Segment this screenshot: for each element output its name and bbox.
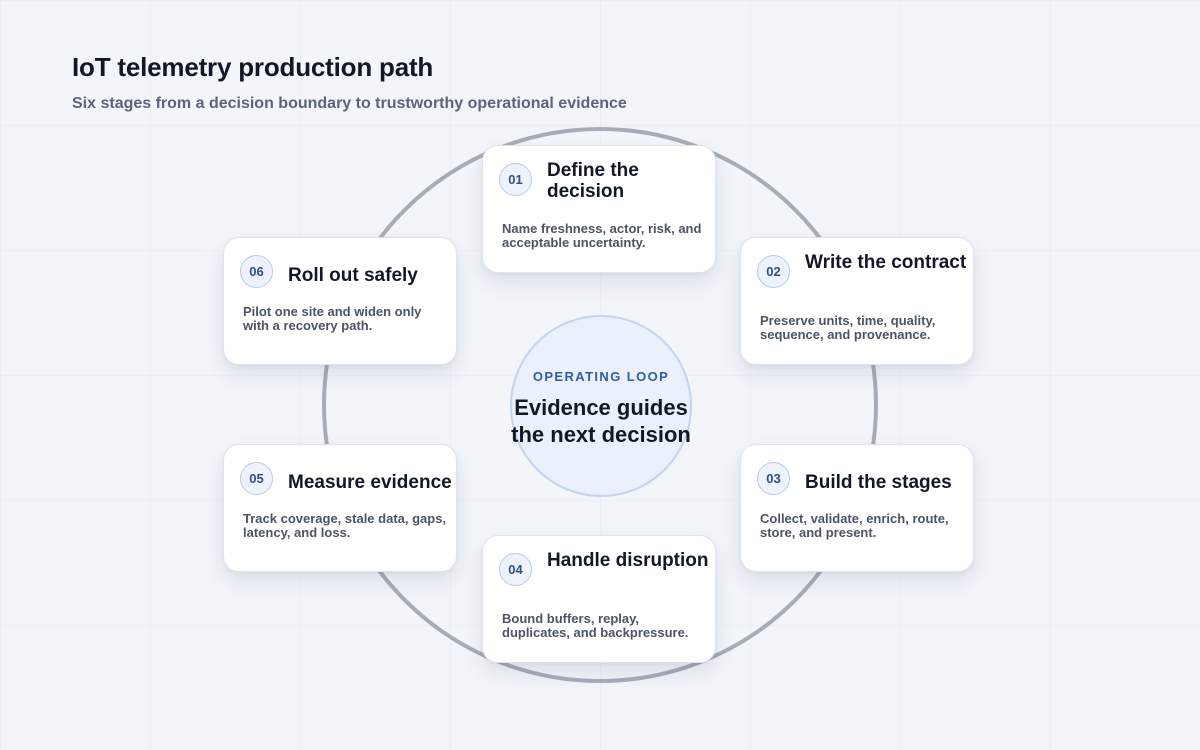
stage-title: Handle disruption <box>547 550 709 571</box>
stage-title: Define the decision <box>547 160 639 202</box>
stage-card-write-contract[interactable]: 02 Write the contract Preserve units, ti… <box>740 237 974 365</box>
stage-number-badge: 01 <box>499 163 532 196</box>
loop-ring-circle <box>322 127 878 683</box>
stage-title: Measure evidence <box>288 472 452 493</box>
stage-description: Bound buffers, replay, duplicates, and b… <box>502 611 689 640</box>
stage-title: Build the stages <box>805 472 952 493</box>
stage-description: Pilot one site and widen only with a rec… <box>243 304 422 333</box>
stage-number-badge: 04 <box>499 553 532 586</box>
stage-card-build-stages[interactable]: 03 Build the stages Collect, validate, e… <box>740 444 974 572</box>
stage-description: Collect, validate, enrich, route, store,… <box>760 511 949 540</box>
center-hub: OPERATING LOOP Evidence guides the next … <box>510 315 692 497</box>
hub-eyebrow: OPERATING LOOP <box>532 368 670 384</box>
stage-description: Name freshness, actor, risk, and accepta… <box>502 221 702 250</box>
stage-description: Track coverage, stale data, gaps, latenc… <box>243 511 447 540</box>
page-title: IoT telemetry production path <box>72 52 434 82</box>
stage-number-badge: 06 <box>240 255 273 288</box>
page-subtitle: Six stages from a decision boundary to t… <box>72 95 627 112</box>
stage-description: Preserve units, time, quality, sequence,… <box>760 313 936 342</box>
stage-number-badge: 05 <box>240 462 273 495</box>
stage-card-define-decision[interactable]: 01 Define the decision Name freshness, a… <box>482 145 716 273</box>
stage-card-handle-disruption[interactable]: 04 Handle disruption Bound buffers, repl… <box>482 535 716 663</box>
stage-number-badge: 03 <box>757 462 790 495</box>
stage-title: Roll out safely <box>288 265 418 286</box>
hub-message: Evidence guides the next decision <box>511 394 691 447</box>
stage-card-measure-evidence[interactable]: 05 Measure evidence Track coverage, stal… <box>223 444 457 572</box>
stage-card-roll-out-safely[interactable]: 06 Roll out safely Pilot one site and wi… <box>223 237 457 365</box>
stage-title: Write the contract <box>805 252 967 273</box>
stage-number-badge: 02 <box>757 255 790 288</box>
